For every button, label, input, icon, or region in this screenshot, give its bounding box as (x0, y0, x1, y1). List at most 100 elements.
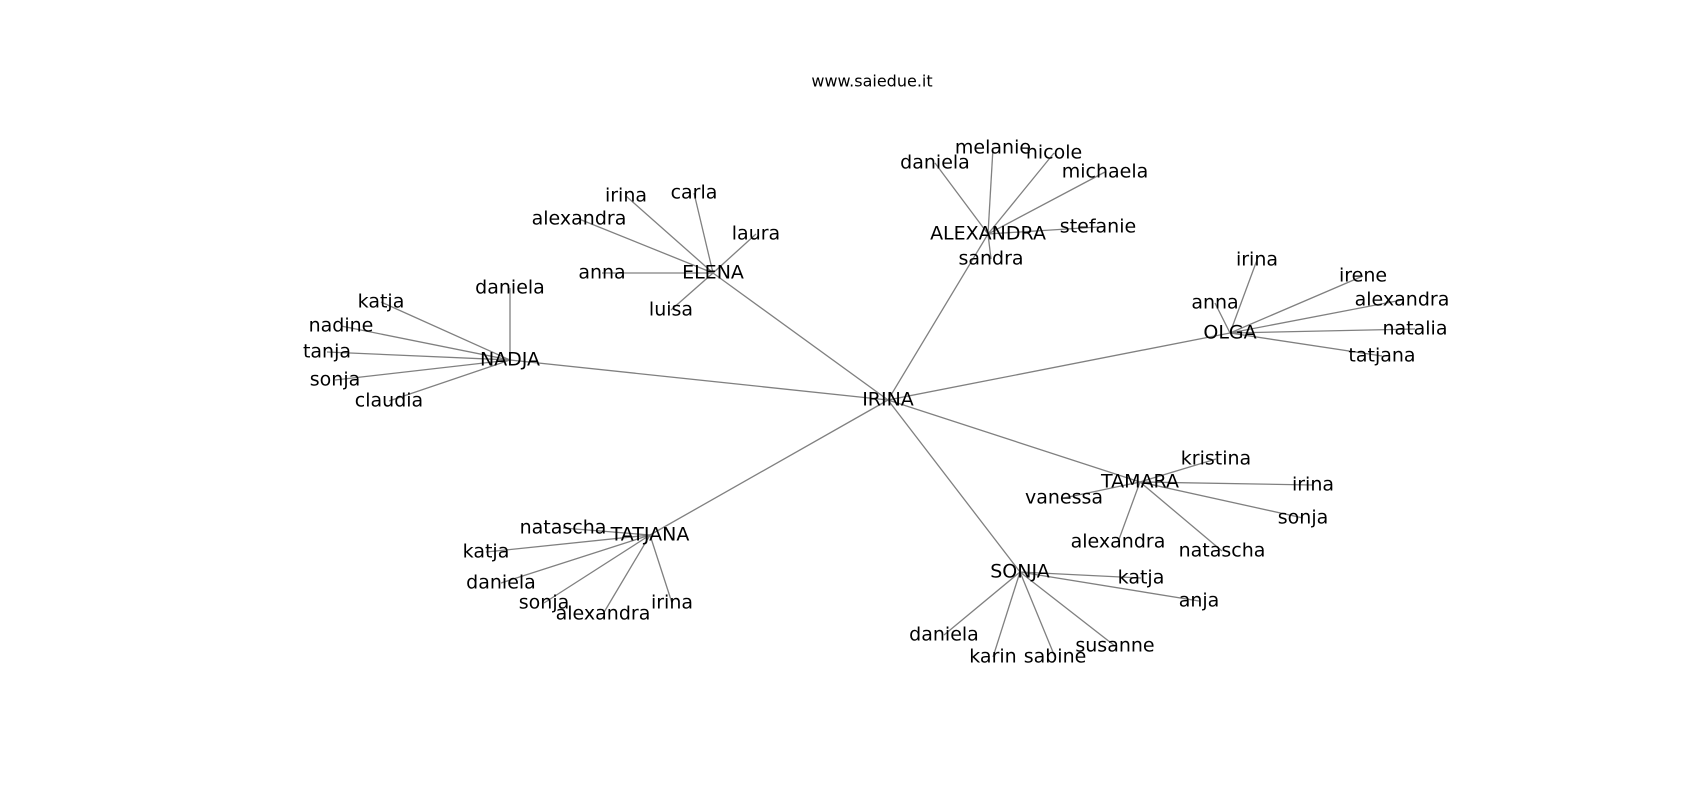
edge-nadja-katja (380, 301, 511, 361)
node-leaf-olga-natalia: natalia (1383, 318, 1448, 340)
edge-olga-anna (1214, 302, 1231, 334)
edge-root-olga (887, 332, 1231, 401)
node-leaf-alexandra-michaela: michaela (1062, 161, 1149, 183)
edge-tatjana-sonja (543, 534, 651, 604)
node-leaf-tatjana-katja: katja (463, 541, 510, 563)
node-leaf-elena-irina: irina (605, 185, 647, 207)
node-leaf-tamara-sonja: sonja (1278, 507, 1329, 529)
edge-alexandra-daniela (934, 162, 989, 235)
node-leaf-elena-luisa: luisa (649, 299, 693, 321)
node-leaf-alexandra-stefanie: stefanie (1060, 216, 1136, 238)
edge-nadja-claudia (388, 359, 511, 402)
node-leaf-alexandra-melanie: melanie (955, 137, 1031, 159)
edge-elena-carla (693, 192, 714, 274)
edge-nadja-nadine (340, 325, 511, 361)
edge-nadja-tanja (326, 351, 511, 361)
node-leaf-tamara-vanessa: vanessa (1025, 487, 1103, 509)
node-leaf-alexandra-sandra: sandra (958, 248, 1023, 270)
edge-tamara-sonja (1139, 481, 1304, 519)
node-leaf-olga-irene: irene (1339, 265, 1387, 287)
node-root: IRINA (862, 389, 914, 411)
node-leaf-nadja-sonja: sonja (310, 369, 361, 391)
node-leaf-elena-anna: anna (578, 262, 625, 284)
edge-root-nadja (509, 359, 889, 401)
node-leaf-sonja-karin: karin (969, 646, 1016, 668)
node-leaf-olga-alexandra: alexandra (1355, 289, 1450, 311)
node-leaf-tatjana-irina: irina (651, 592, 693, 614)
edge-olga-alexandra (1229, 299, 1403, 334)
edge-root-tamara (887, 399, 1141, 483)
edge-sonja-katja (1019, 571, 1142, 579)
node-leaf-sonja-sabine: sabine (1024, 646, 1087, 668)
edge-sonja-daniela (943, 571, 1021, 636)
edge-elena-irina (625, 195, 714, 274)
edge-elena-luisa (670, 272, 714, 311)
edge-nadja-sonja (334, 359, 511, 381)
edge-tatjana-irina (649, 534, 673, 604)
node-hub-tamara: TAMARA (1100, 471, 1179, 493)
node-leaf-tatjana-sonja: sonja (519, 592, 570, 614)
edge-olga-natalia (1229, 328, 1416, 334)
node-leaf-tatjana-daniela: daniela (466, 572, 536, 594)
node-leaf-nadja-claudia: claudia (355, 390, 423, 412)
edge-sonja-karin (992, 571, 1021, 658)
node-leaf-sonja-susanne: susanne (1075, 635, 1154, 657)
edge-sonja-susanne (1019, 571, 1116, 647)
edge-alexandra-michaela (987, 171, 1106, 235)
edge-root-sonja (887, 399, 1021, 573)
edge-tamara-vanessa (1063, 481, 1141, 499)
node-leaf-sonja-katja: katja (1118, 567, 1165, 589)
node-leaf-nadja-nadine: nadine (309, 315, 374, 337)
edge-alexandra-nicole (987, 152, 1055, 235)
edge-tamara-kristina (1139, 458, 1217, 483)
node-leaf-olga-tatjana: tatjana (1348, 345, 1415, 367)
node-leaf-elena-carla: carla (671, 182, 718, 204)
node-leaf-olga-anna: anna (1191, 292, 1238, 314)
node-leaf-alexandra-daniela: daniela (900, 152, 970, 174)
edge-alexandra-melanie (987, 147, 994, 235)
node-leaf-olga-irina: irina (1236, 249, 1278, 271)
node-leaf-tatjana-natascha: natascha (520, 517, 607, 539)
node-leaf-elena-laura: laura (732, 223, 780, 245)
edge-root-elena (712, 272, 889, 401)
node-leaf-tamara-alexandra: alexandra (1071, 531, 1166, 553)
node-leaf-tatjana-alexandra: alexandra (556, 603, 651, 625)
edge-tatjana-katja (485, 534, 651, 553)
node-leaf-tamara-irina: irina (1292, 474, 1334, 496)
node-leaf-tamara-natascha: natascha (1179, 540, 1266, 562)
node-hub-elena: ELENA (682, 262, 744, 284)
node-leaf-sonja-daniela: daniela (909, 624, 979, 646)
edge-olga-irene (1229, 275, 1364, 334)
node-leaf-elena-alexandra: alexandra (532, 208, 627, 230)
edge-sonja-sabine (1019, 571, 1056, 658)
edge-tatjana-natascha (562, 527, 651, 536)
edge-tamara-alexandra (1117, 481, 1141, 543)
node-hub-olga: OLGA (1203, 322, 1256, 344)
edges-layer (326, 147, 1416, 658)
node-leaf-nadja-daniela: daniela (475, 277, 545, 299)
node-leaf-tamara-kristina: kristina (1181, 448, 1251, 470)
node-hub-alexandra: ALEXANDRA (930, 223, 1046, 245)
site-watermark: www.saiedue.it (811, 72, 932, 91)
node-hub-tatjana: TATJANA (610, 524, 690, 546)
edge-sonja-anja (1019, 571, 1200, 602)
edge-olga-tatjana (1229, 332, 1383, 357)
edge-alexandra-sandra (987, 233, 992, 260)
node-leaf-alexandra-nicole: nicole (1026, 142, 1082, 164)
edge-elena-alexandra (578, 218, 714, 274)
edge-tamara-natascha (1139, 481, 1223, 552)
edge-elena-laura (712, 233, 757, 274)
node-hub-nadja: NADJA (480, 349, 540, 371)
node-leaf-nadja-katja: katja (358, 291, 405, 313)
node-leaf-sonja-anja: anja (1179, 590, 1220, 612)
edge-root-alexandra (887, 233, 989, 401)
edge-alexandra-stefanie (987, 226, 1099, 235)
edge-tatjana-daniela (500, 534, 651, 584)
labels-layer: www.saiedue.it IRINA ELENA irina carla alexa… (303, 72, 1449, 668)
node-hub-sonja: SONJA (990, 561, 1050, 583)
edge-tatjana-alexandra (602, 534, 651, 615)
edge-root-tatjana (649, 399, 889, 536)
edge-tamara-irina (1139, 481, 1314, 486)
edge-olga-irina (1229, 259, 1258, 334)
